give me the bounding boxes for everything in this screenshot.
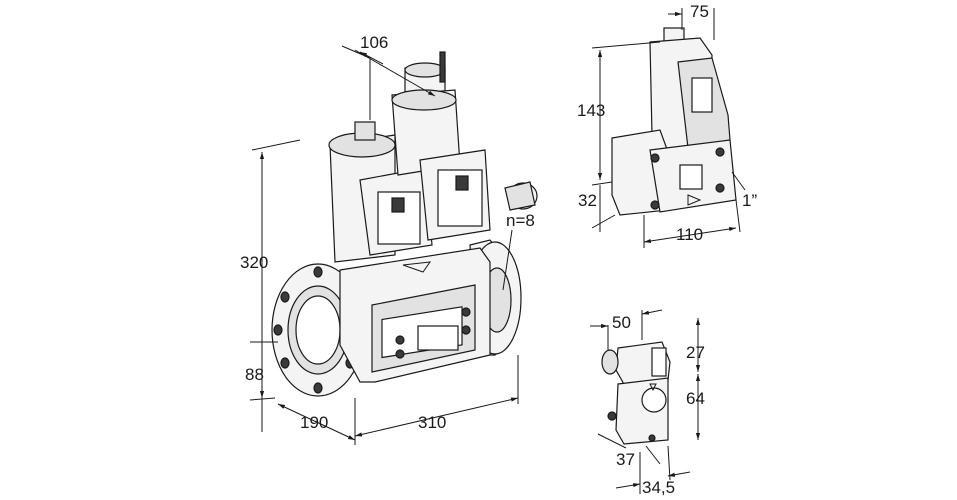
main-valve-drawing bbox=[271, 51, 538, 397]
side-view-drawing bbox=[611, 27, 737, 216]
left-actuator bbox=[328, 121, 433, 263]
connector-view-drawing bbox=[601, 341, 671, 445]
dim-310: 310 bbox=[418, 413, 446, 432]
dim-190: 190 bbox=[300, 413, 328, 432]
dim-32: 32 bbox=[578, 191, 597, 210]
label-n8: n=8 bbox=[506, 211, 535, 230]
connector-view-dimensions: 50 27 64 37 34,5 bbox=[590, 309, 705, 497]
dim-64: 64 bbox=[686, 389, 705, 408]
dim-320: 320 bbox=[240, 253, 268, 272]
dim-37: 37 bbox=[616, 450, 635, 469]
dim-1in: 1” bbox=[742, 191, 757, 210]
main-dimensions: 106 320 88 190 310 n=8 bbox=[240, 33, 535, 445]
right-actuator bbox=[391, 51, 491, 241]
valve-body bbox=[339, 247, 491, 383]
dim-50: 50 bbox=[612, 313, 631, 332]
dim-27: 27 bbox=[686, 343, 705, 362]
dim-34-5: 34,5 bbox=[642, 478, 675, 497]
dim-88: 88 bbox=[245, 365, 264, 384]
dim-143: 143 bbox=[577, 101, 605, 120]
dim-75: 75 bbox=[690, 2, 709, 21]
cable-gland bbox=[504, 181, 538, 211]
dim-110: 110 bbox=[676, 225, 703, 244]
side-view-dimensions: 75 143 32 110 1” bbox=[577, 2, 757, 248]
dim-106: 106 bbox=[360, 33, 388, 52]
